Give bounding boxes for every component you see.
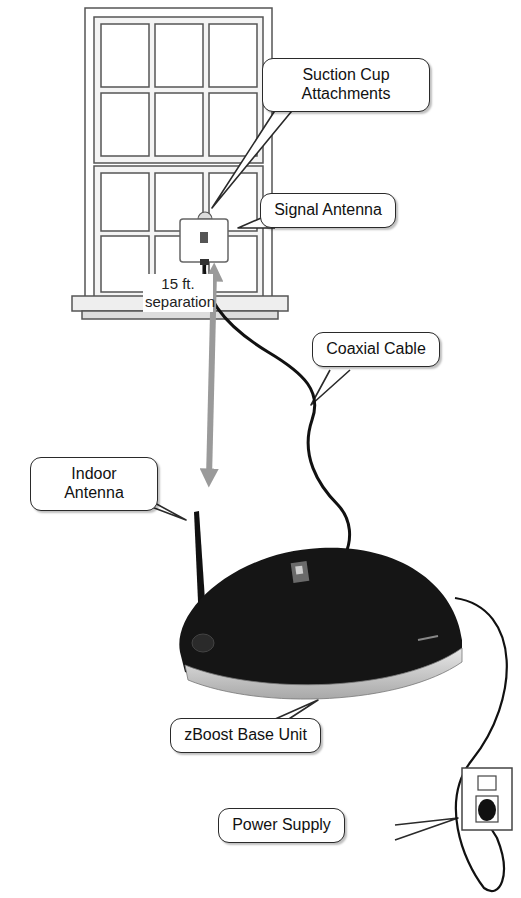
callout-text: Indoor Antenna bbox=[31, 458, 157, 508]
base-unit bbox=[179, 548, 462, 699]
callout-text: zBoost Base Unit bbox=[171, 719, 320, 750]
callout-bubble: Power Supply bbox=[218, 808, 345, 843]
window bbox=[72, 8, 288, 319]
callout-tails bbox=[120, 95, 458, 840]
callout-text: Suction Cup Attachments bbox=[263, 59, 429, 109]
callout-bubble: zBoost Base Unit bbox=[170, 718, 321, 753]
coaxial-cable bbox=[204, 262, 349, 555]
callout-bubble: Indoor Antenna bbox=[30, 457, 158, 511]
callout-bubble: Suction Cup Attachments bbox=[262, 58, 430, 112]
callout-bubble: Signal Antenna bbox=[260, 193, 396, 228]
power-cord bbox=[455, 598, 507, 891]
dimension-label: 15 ft. separation bbox=[143, 274, 213, 312]
power-outlet bbox=[462, 768, 512, 830]
callout-bubble: Coaxial Cable bbox=[312, 332, 440, 367]
callout-text: Signal Antenna bbox=[261, 194, 395, 225]
signal-antenna bbox=[180, 212, 228, 265]
callout-text: Coaxial Cable bbox=[313, 333, 439, 364]
callout-text: Power Supply bbox=[219, 809, 344, 840]
